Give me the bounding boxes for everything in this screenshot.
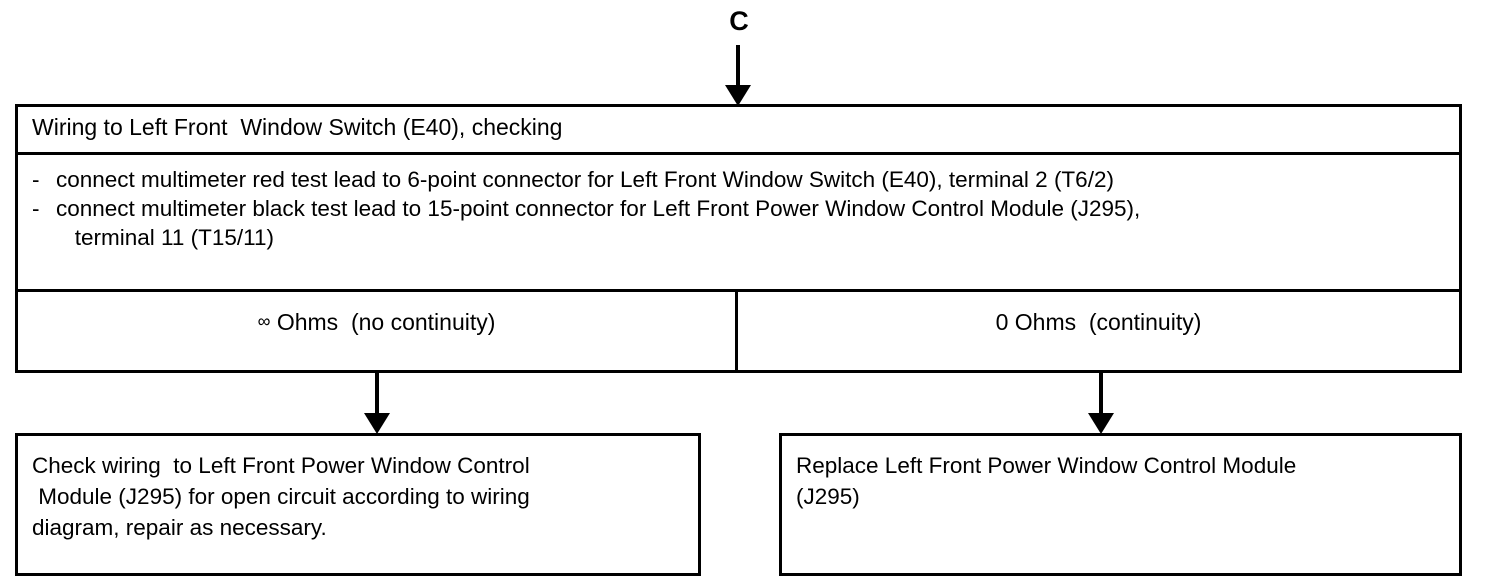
step-text: connect multimeter red test lead to 6-po… <box>56 167 1114 192</box>
arrow-head <box>1088 413 1114 434</box>
outcome-box-check-wiring: Check wiring to Left Front Power Window … <box>15 433 701 576</box>
arrow-continuity-branch <box>1087 373 1115 434</box>
zero-symbol: 0 <box>995 309 1009 335</box>
result-label: Ohms (no continuity) <box>270 309 496 335</box>
result-cell-no-continuity: ∞ Ohms (no continuity) <box>18 292 738 370</box>
test-block: Wiring to Left Front Window Switch (E40)… <box>15 104 1462 373</box>
test-block-steps: - connect multimeter red test lead to 6-… <box>18 155 1459 292</box>
result-cell-continuity: 0 Ohms (continuity) <box>738 292 1459 370</box>
connector-label-c: C <box>729 6 749 36</box>
step-text: connect multimeter black test lead to 15… <box>56 196 1141 250</box>
step-bullet-dash: - <box>32 167 40 192</box>
test-block-results: ∞ Ohms (no continuity) 0 Ohms (continuit… <box>18 292 1459 370</box>
arrow-shaft <box>375 373 379 414</box>
arrow-no-continuity-branch <box>363 373 391 434</box>
infinity-symbol: ∞ <box>257 311 271 331</box>
arrow-connector-to-test-block <box>724 45 752 106</box>
test-block-title: Wiring to Left Front Window Switch (E40)… <box>32 114 563 140</box>
arrow-shaft <box>736 45 740 86</box>
test-block-title-row: Wiring to Left Front Window Switch (E40)… <box>18 107 1459 155</box>
outcome-box-replace-module: Replace Left Front Power Window Control … <box>779 433 1462 576</box>
arrow-head <box>364 413 390 434</box>
step-bullet-dash: - <box>32 196 40 221</box>
outcome-text: Check wiring to Left Front Power Window … <box>32 453 530 540</box>
result-label: Ohms (continuity) <box>1008 309 1202 335</box>
arrow-shaft <box>1099 373 1103 414</box>
outcome-text: Replace Left Front Power Window Control … <box>796 453 1297 509</box>
test-step: - connect multimeter black test lead to … <box>32 194 1447 252</box>
arrow-head <box>725 85 751 106</box>
test-step: - connect multimeter red test lead to 6-… <box>32 165 1447 194</box>
